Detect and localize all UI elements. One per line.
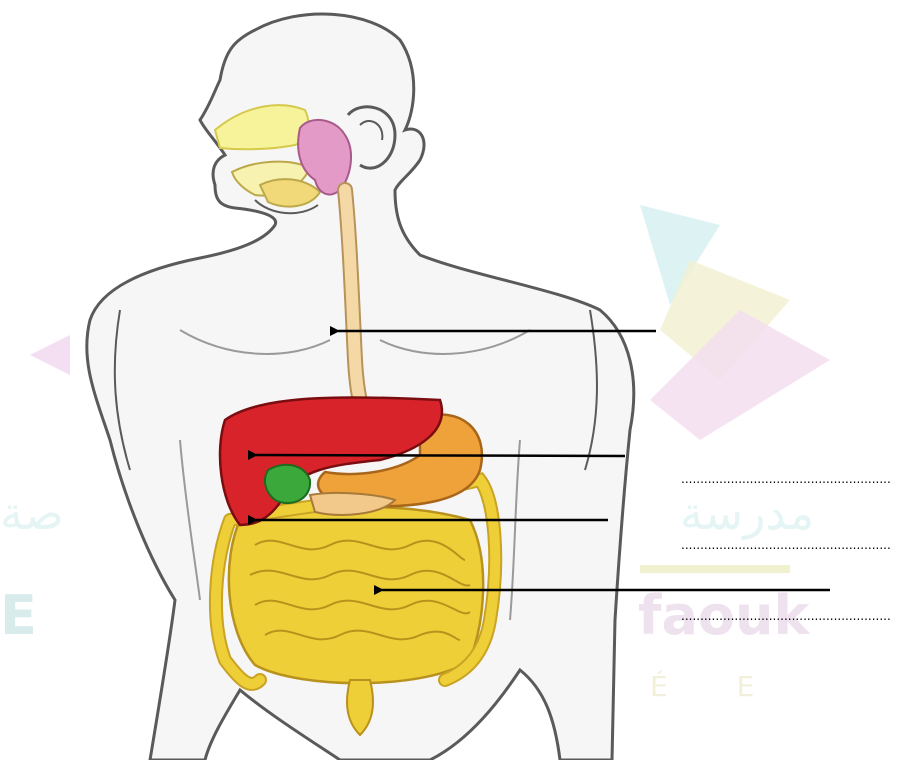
arrow-liver <box>256 455 625 456</box>
answer-line-liver: ........................................… <box>681 472 891 486</box>
small-intestine <box>229 507 483 683</box>
answer-line-small-intestine: ........................................… <box>681 609 891 623</box>
answer-line-large-intestine: ........................................… <box>681 538 891 552</box>
gallbladder <box>265 465 310 503</box>
